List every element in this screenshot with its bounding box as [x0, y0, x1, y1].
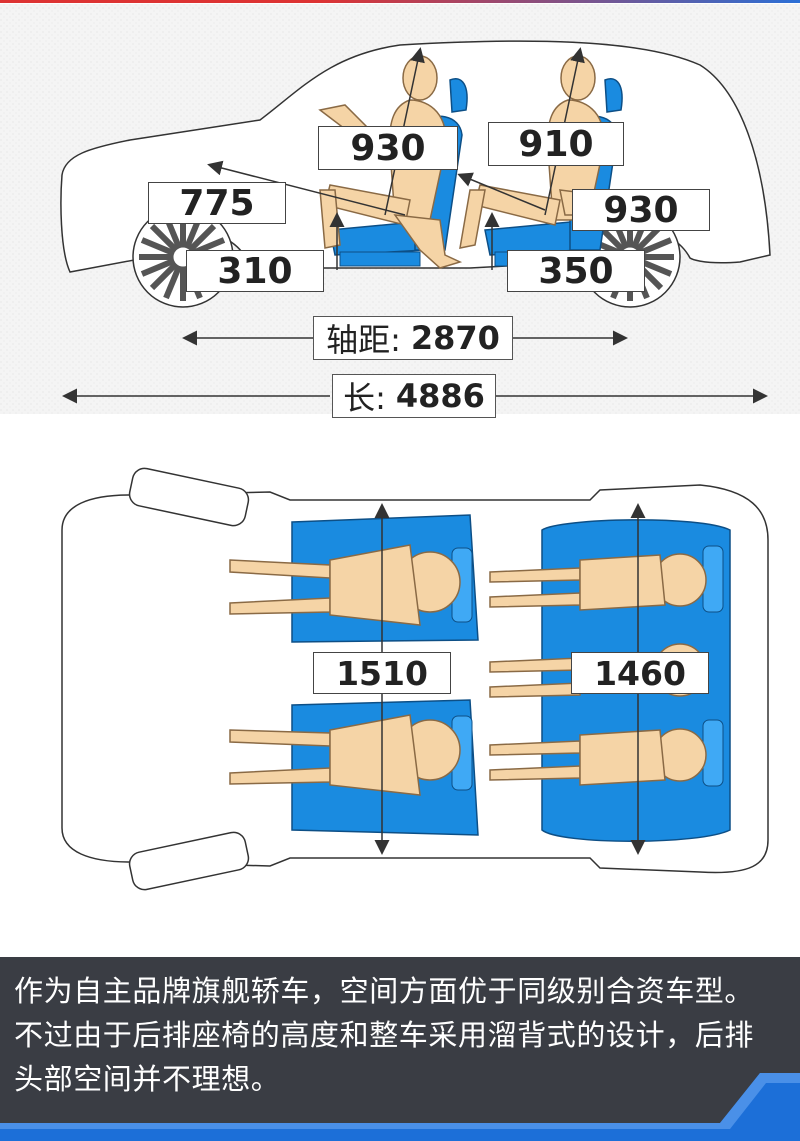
rear-seat-height-value: 350 [507, 250, 645, 292]
caption-accent-stripe [0, 1073, 800, 1141]
wheelbase-value: 2870 [410, 319, 500, 357]
caption-text: 作为自主品牌旗舰轿车，空间方面优于同级别合资车型。不过由于后排座椅的高度和整车采… [14, 974, 755, 1096]
rear-width-value: 1460 [571, 652, 709, 694]
rear-legroom-arrow [457, 172, 546, 211]
length-label-text: 长: [343, 379, 386, 417]
wheelbase-label-text: 轴距: [326, 321, 401, 359]
front-occupants-top [229, 544, 461, 796]
front-legroom-value: 775 [148, 182, 286, 224]
length-label: 长:4886 [332, 374, 496, 418]
front-width-value: 1510 [313, 652, 451, 694]
front-seat-height-value: 310 [186, 250, 324, 292]
top-accent-line [0, 0, 800, 3]
right-mirror [128, 831, 250, 891]
wheelbase-label: 轴距:2870 [313, 316, 513, 360]
left-mirror [128, 467, 250, 527]
rear-headroom-value: 910 [488, 122, 624, 166]
length-value: 4886 [395, 377, 485, 415]
caption-panel: 作为自主品牌旗舰轿车，空间方面优于同级别合资车型。不过由于后排座椅的高度和整车采… [0, 957, 800, 1141]
rear-legroom-value: 930 [572, 189, 710, 231]
front-legroom-arrow [207, 160, 406, 216]
front-headroom-value: 930 [318, 126, 458, 170]
